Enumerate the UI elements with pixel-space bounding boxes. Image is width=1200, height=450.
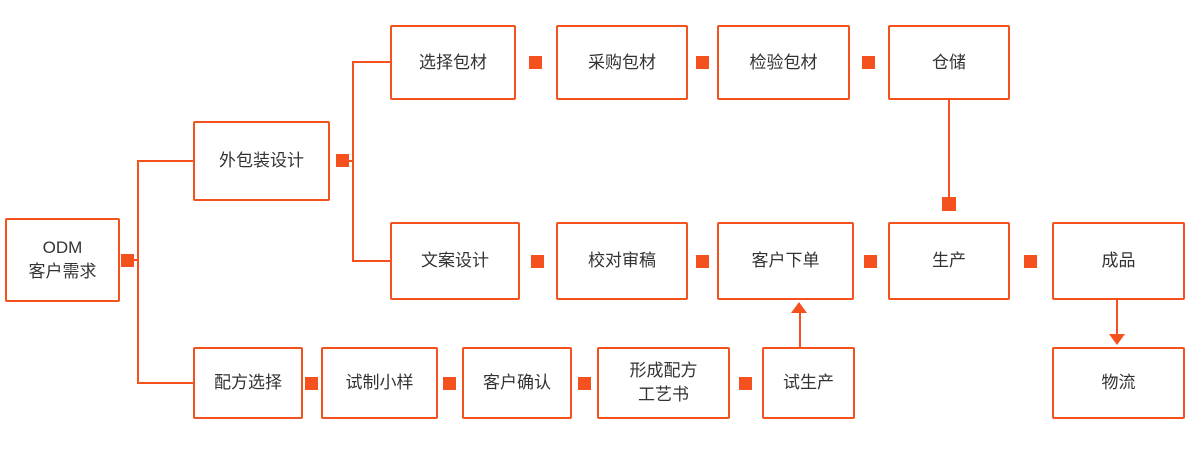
node-formula-doc: 形成配方 工艺书 [597,347,730,419]
connector-line-finished-product-to-logistics [1116,300,1118,335]
arrowhead-down-icon [1109,334,1125,345]
connector-line-to-copy-design [352,260,390,262]
node-copy-design: 文案设计 [390,222,520,300]
node-trial-production: 试生产 [762,347,855,419]
connector-line-to-select-material [352,61,390,63]
node-logistics: 物流 [1052,347,1185,419]
node-customer-confirm: 客户确认 [462,347,572,419]
node-proofread: 校对审稿 [556,222,688,300]
node-inspect-material: 检验包材 [717,25,850,100]
connector-line-odm-stub [132,259,139,261]
node-purchase-material: 采购包材 [556,25,688,100]
node-warehouse: 仓储 [888,25,1010,100]
connector-line-to-packaging-design [137,160,193,162]
connector-square [696,255,709,268]
connector-square [529,56,542,69]
node-production: 生产 [888,222,1010,300]
arrowhead-up-icon [791,302,807,313]
connector-square [1024,255,1037,268]
connector-square [443,377,456,390]
connector-line-warehouse-to-production [948,100,950,198]
node-formula-select: 配方选择 [193,347,303,419]
connector-square [862,56,875,69]
connector-square [864,255,877,268]
node-trial-sample: 试制小样 [321,347,438,419]
connector-square [578,377,591,390]
node-finished-product: 成品 [1052,222,1185,300]
connector-line-to-formula-select [137,382,193,384]
connector-square [531,255,544,268]
connector-square [121,254,134,267]
connector-line-packaging-stub [347,160,354,162]
arrowhead-square-warehouse-to-production [942,197,956,211]
connector-square [696,56,709,69]
node-odm-customer-needs: ODM 客户需求 [5,218,120,302]
node-packaging-design: 外包装设计 [193,121,330,201]
connector-square [305,377,318,390]
node-customer-order: 客户下单 [717,222,854,300]
connector-line-trial-production-to-customer-order [799,313,801,347]
connector-square [336,154,349,167]
connector-square [739,377,752,390]
connector-line-odm-trunk [137,160,139,384]
node-select-material: 选择包材 [390,25,516,100]
